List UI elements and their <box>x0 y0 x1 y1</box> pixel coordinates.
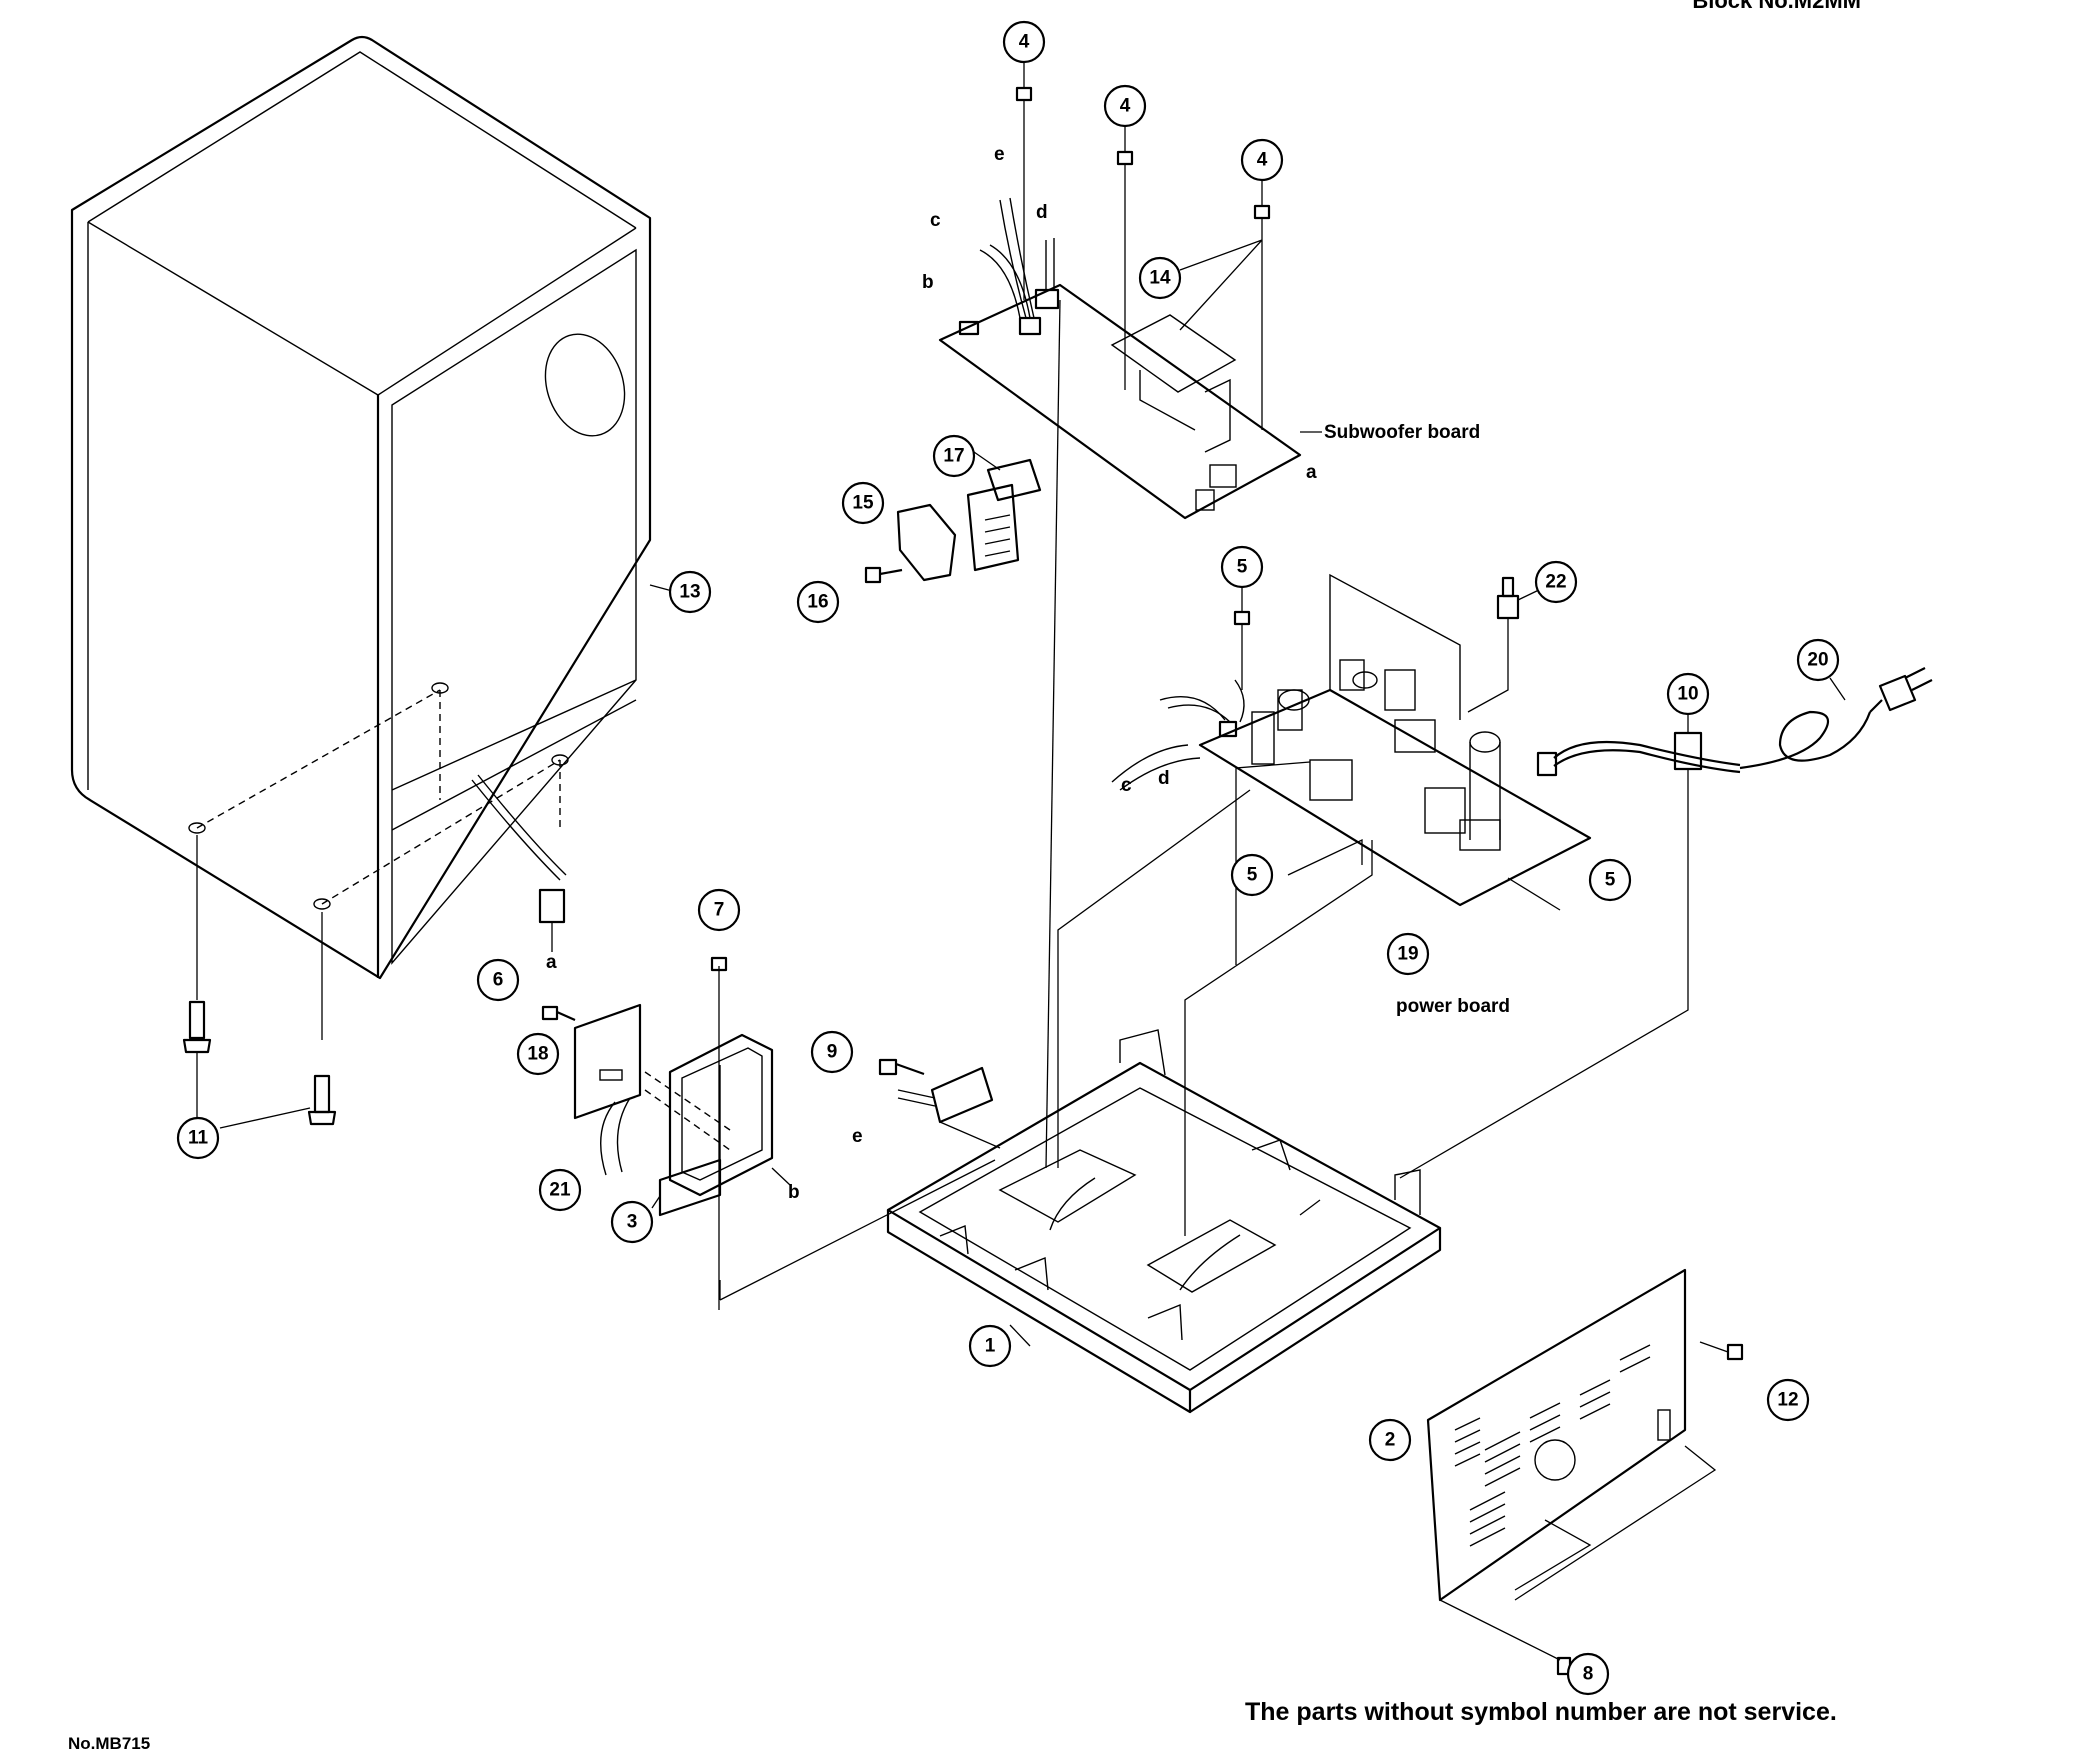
power-board-label: power board <box>1396 996 1510 1017</box>
svg-text:5: 5 <box>1605 870 1616 891</box>
block-number: Block No.M2MM <box>1692 0 1861 13</box>
svg-text:13: 13 <box>679 582 700 603</box>
svg-text:16: 16 <box>807 592 828 613</box>
connector-letter: a <box>546 952 557 973</box>
svg-text:4: 4 <box>1019 32 1030 53</box>
connector-letters: e d c b a c d a e b <box>546 144 1317 1203</box>
connector-letter: d <box>1036 202 1048 223</box>
callout-18: 18 <box>516 1032 560 1076</box>
svg-text:4: 4 <box>1120 96 1131 117</box>
svg-text:5: 5 <box>1247 865 1258 886</box>
connector-letter: c <box>930 210 941 231</box>
svg-text:6: 6 <box>493 970 504 991</box>
connector-letter: e <box>852 1126 863 1147</box>
callout-15: 15 <box>841 481 885 525</box>
connector-letter: a <box>1306 462 1317 483</box>
callout-2: 2 <box>1368 1418 1412 1462</box>
callout-20: 20 <box>1796 638 1840 682</box>
svg-text:20: 20 <box>1807 650 1828 671</box>
svg-text:18: 18 <box>527 1044 548 1065</box>
power-board <box>1111 573 1592 965</box>
callout-5c: 5 <box>1588 858 1632 902</box>
board-labels: Subwoofer board power board <box>1300 422 1510 1017</box>
callout-16: 16 <box>796 580 840 624</box>
svg-text:3: 3 <box>627 1212 638 1233</box>
connector-letter: e <box>994 144 1005 165</box>
callout-leaders <box>1015 62 1271 690</box>
svg-text:8: 8 <box>1583 1664 1594 1685</box>
callout-19: 19 <box>1386 932 1430 976</box>
svg-text:5: 5 <box>1237 557 1248 578</box>
svg-text:21: 21 <box>549 1180 571 1201</box>
svg-text:15: 15 <box>852 493 874 514</box>
subwoofer-board <box>938 197 1302 520</box>
callout-14: 14 <box>1138 256 1182 300</box>
callout-4c: 4 <box>1240 138 1284 182</box>
svg-text:7: 7 <box>714 900 725 921</box>
switch-22 <box>1467 576 1544 713</box>
callout-5a: 5 <box>1220 545 1264 589</box>
connector-letter: b <box>922 272 934 293</box>
callout-17: 17 <box>932 434 976 478</box>
svg-text:1: 1 <box>985 1336 996 1357</box>
svg-text:9: 9 <box>827 1042 838 1063</box>
subwoofer-board-label: Subwoofer board <box>1324 422 1480 443</box>
callout-13: 13 <box>668 570 712 614</box>
callout-22: 22 <box>1534 560 1578 604</box>
small-pcb-9 <box>878 1058 1001 1149</box>
screw-set-11 <box>182 835 337 1129</box>
svg-text:2: 2 <box>1385 1430 1396 1451</box>
connector-letter: c <box>1121 775 1132 796</box>
front-bracket-and-pcb <box>541 956 791 1310</box>
callout-1: 1 <box>968 1324 1012 1368</box>
callout-21: 21 <box>538 1168 582 1212</box>
callout-7: 7 <box>697 888 741 932</box>
heatsink-parts <box>864 451 1042 584</box>
callout-12: 12 <box>1766 1378 1810 1422</box>
base-chassis <box>886 1029 1442 1414</box>
svg-text:11: 11 <box>188 1128 209 1149</box>
callout-4b: 4 <box>1103 84 1147 128</box>
svg-text:12: 12 <box>1777 1390 1798 1411</box>
svg-text:14: 14 <box>1149 268 1171 289</box>
assembly-guide-lines <box>719 299 1373 1301</box>
svg-text:4: 4 <box>1257 150 1268 171</box>
service-note: The parts without symbol number are not … <box>1245 1698 1837 1726</box>
callout-4a: 4 <box>1002 20 1046 64</box>
svg-text:17: 17 <box>943 446 964 467</box>
callout-5b: 5 <box>1230 853 1274 897</box>
connector-letter: b <box>788 1182 800 1203</box>
svg-text:10: 10 <box>1677 684 1698 705</box>
document-number: No.MB715 <box>68 1734 151 1753</box>
callout-3: 3 <box>610 1200 654 1244</box>
callout-8: 8 <box>1566 1652 1610 1696</box>
rear-panel <box>1426 1268 1744 1676</box>
svg-text:22: 22 <box>1545 572 1566 593</box>
power-cord <box>1399 667 1933 1179</box>
callout-6: 6 <box>476 958 520 1002</box>
callout-10: 10 <box>1666 672 1710 716</box>
svg-text:19: 19 <box>1397 944 1418 965</box>
callout-11: 11 <box>176 1116 220 1160</box>
callout-9: 9 <box>810 1030 854 1074</box>
cabinet <box>70 35 677 980</box>
connector-letter: d <box>1158 768 1170 789</box>
